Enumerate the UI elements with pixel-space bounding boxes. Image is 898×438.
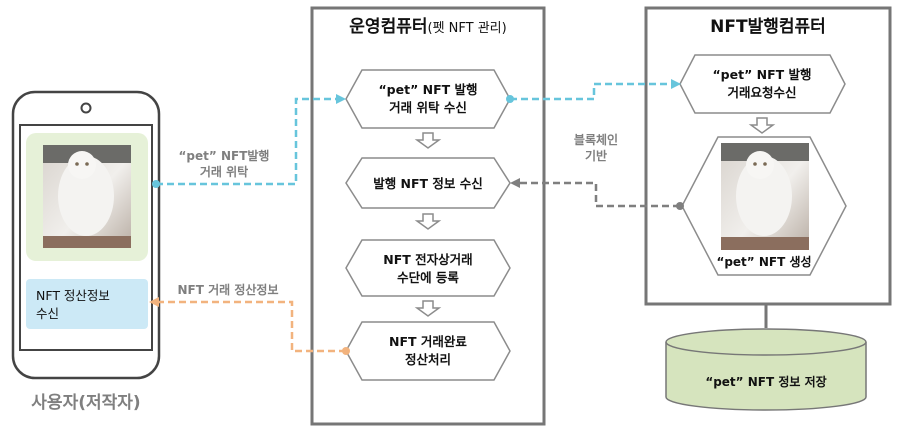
step2-label: 발행 NFT 정보 수신 [373, 176, 483, 191]
cat-photo-nft [721, 143, 809, 250]
consign-label-line2: 거래 위탁 [200, 164, 248, 179]
request-forward-arrow [506, 79, 681, 103]
cat-photo-phone [43, 145, 131, 248]
phone-camera [80, 102, 92, 114]
consign-label-line1: “pet” NFT발행 [179, 148, 270, 163]
settlement-box-line2: 수신 [36, 306, 59, 321]
blockchain-label-line2: 기반 [585, 148, 607, 163]
nft-computer-title: NFT발행컴퓨터 [710, 16, 826, 37]
step4-line2: 정산처리 [405, 352, 451, 367]
settlement-info-box [26, 279, 148, 329]
nft-request-receive: “pet” NFT 발행 거래요청수신 [679, 54, 846, 114]
step-ecommerce-register: NFT 전자상거래 수단에 등록 [345, 239, 511, 297]
blockchain-return-arrow [510, 178, 684, 210]
down-arrow-icon [748, 117, 776, 134]
operation-computer-title: 운영컴퓨터(펫 NFT 관리) [349, 16, 506, 37]
step1-line2: 거래 위탁 수신 [389, 100, 467, 115]
blockchain-label-line1: 블록체인 [574, 132, 618, 147]
nft-creation-label: “pet” NFT 생성 [716, 254, 811, 269]
settlement-arrow [149, 297, 350, 355]
database-label: “pet” NFT 정보 저장 [705, 374, 826, 389]
user-label: 사용자(저작자) [31, 393, 140, 413]
down-arrow-icon [414, 132, 442, 149]
down-arrow-icon [414, 300, 442, 317]
nft-creation-hexagon: “pet” NFT 생성 [681, 136, 847, 276]
settlement-box-line1: NFT 정산정보 [36, 288, 110, 303]
smartphone: NFT 정산정보 수신 [11, 90, 161, 380]
step-down-arrows [414, 132, 442, 317]
settlement-arrow-label: NFT 거래 정산정보 [177, 282, 278, 297]
step3-line2: 수단에 등록 [397, 270, 459, 285]
request-line1: “pet” NFT 발행 [712, 67, 811, 82]
consign-arrow [152, 94, 346, 188]
nft-database-cylinder: “pet” NFT 정보 저장 [665, 328, 867, 411]
down-arrow-icon [414, 213, 442, 230]
request-line2: 거래요청수신 [727, 85, 796, 100]
step3-line1: NFT 전자상거래 [383, 252, 472, 267]
step4-line1: NFT 거래완료 [389, 334, 467, 349]
step1-line1: “pet” NFT 발행 [378, 82, 477, 97]
step-settlement-process: NFT 거래완료 정산처리 [345, 321, 511, 381]
step-nft-info-receive: 발행 NFT 정보 수신 [345, 157, 511, 209]
step-consign-receive: “pet” NFT 발행 거래 위탁 수신 [345, 69, 511, 129]
